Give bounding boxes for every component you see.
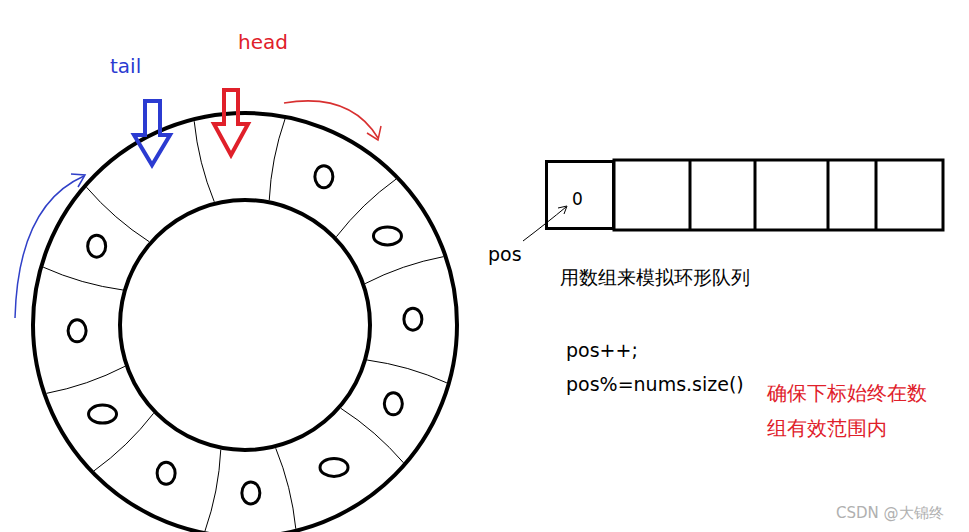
array-divider	[754, 160, 757, 230]
code-line: pos++;	[566, 339, 638, 362]
note: 用数组来模拟环形队列	[560, 266, 750, 289]
ring-buffer	[33, 113, 457, 532]
tail-move-arrow	[15, 176, 84, 318]
code-line: pos%=nums.size()	[566, 373, 744, 396]
queue-element	[68, 320, 86, 342]
queue-element	[404, 308, 422, 330]
head-pointer	[214, 90, 248, 155]
index-number: 0	[572, 189, 583, 209]
ring-cell-divider	[194, 121, 214, 202]
ring-cells	[43, 119, 447, 531]
ring-inner	[120, 200, 370, 450]
ring-cell-divider	[269, 119, 285, 200]
array-divider	[875, 160, 878, 230]
watermark: CSDN @大锦终	[836, 504, 944, 522]
array-body	[614, 160, 943, 230]
queue-element	[320, 458, 348, 476]
array-cell: 0	[545, 160, 615, 230]
pos-leader-head	[558, 206, 567, 214]
queue-element	[89, 405, 117, 423]
queue-element	[88, 235, 106, 257]
tail-pointer	[134, 101, 170, 165]
tail-label: tail	[110, 54, 141, 78]
ring-cell-divider	[367, 360, 447, 383]
ring-cell-divider	[205, 450, 221, 531]
ring-cell-divider	[341, 408, 404, 462]
head-label: head	[238, 30, 288, 54]
head-move-arrow	[284, 101, 378, 138]
tail-move-arrowhead	[71, 174, 85, 187]
queue-element	[157, 462, 175, 484]
ring-cell-divider	[43, 267, 123, 290]
ring-outer	[33, 113, 457, 532]
ring-cell-divider	[46, 366, 124, 393]
ring-cell-divider	[365, 257, 443, 284]
ring-cell-divider	[276, 448, 296, 529]
queue-element	[315, 166, 333, 188]
queue-element	[373, 227, 401, 245]
ring-cell-divider	[87, 187, 150, 241]
note: 确保下标始终在数 组有效范围内	[767, 376, 947, 446]
array-divider	[827, 160, 830, 230]
head-move-arrowhead	[367, 126, 381, 140]
queue-element	[384, 393, 402, 415]
array	[614, 160, 943, 230]
queue-element	[242, 482, 260, 504]
pointer-label: pos	[488, 243, 522, 266]
array-divider	[689, 160, 692, 230]
